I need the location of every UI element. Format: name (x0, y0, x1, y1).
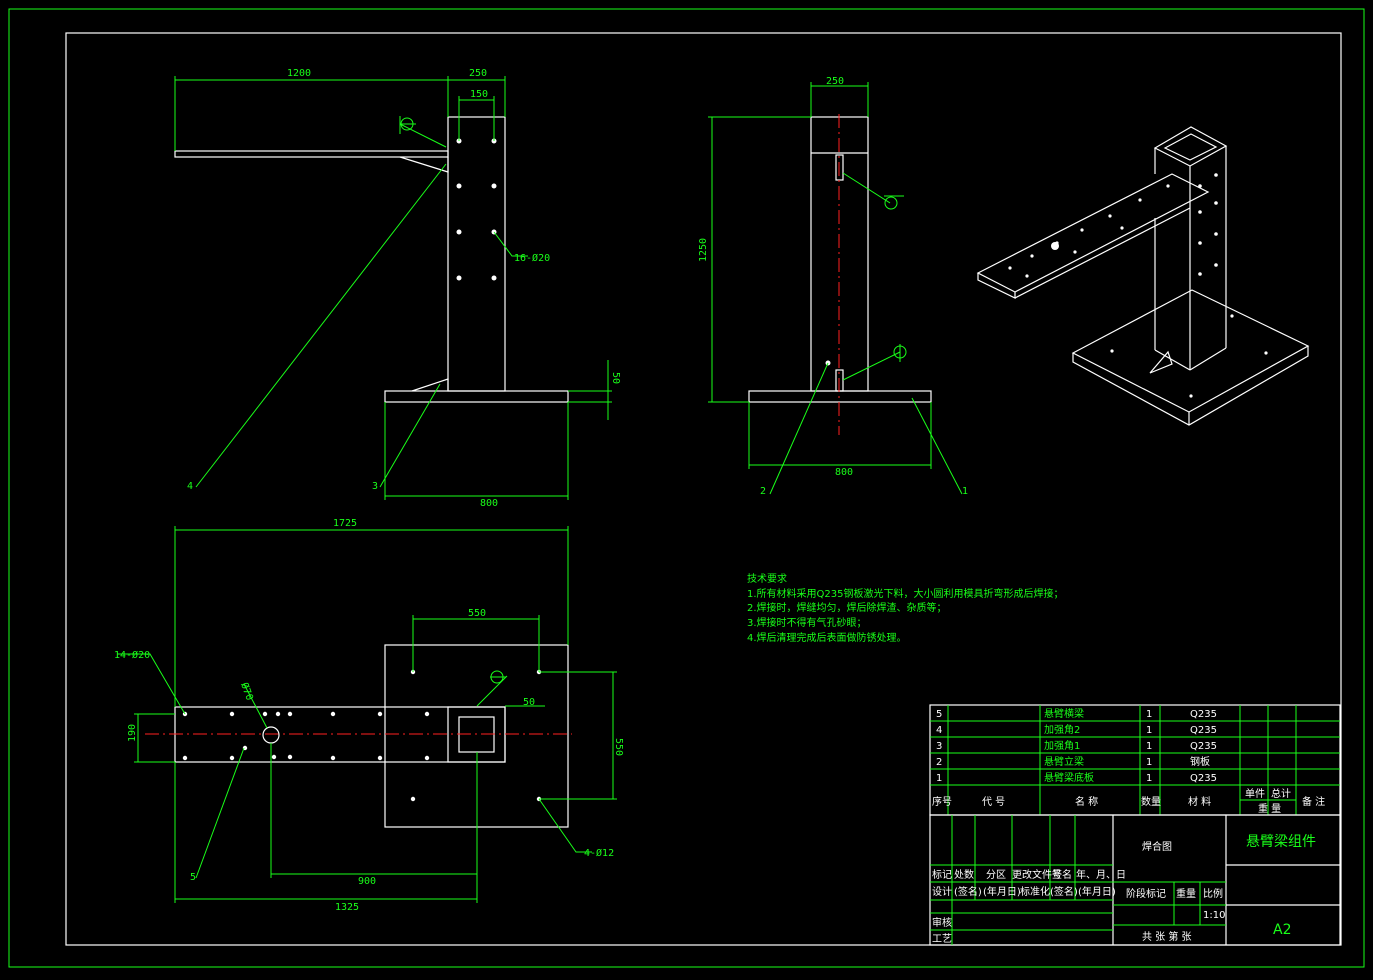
bom-mat-1: Q235 (1190, 773, 1217, 784)
note-line-1: 1.所有材料采用Q235钢板激光下料，大小圆利用模具折弯形成后焊接； (747, 587, 1064, 600)
bom-qty-3: 1 (1146, 741, 1152, 752)
bom-no-3: 3 (936, 741, 942, 752)
tb-weight: 重量 (1176, 887, 1196, 900)
technical-notes: 技术要求 1.所有材料采用Q235钢板激光下料，大小圆利用模具折弯形成后焊接； … (747, 572, 1064, 644)
front-dim-800: 800 (480, 498, 498, 509)
callout-5: 5 (190, 872, 196, 883)
note-line-3: 3.焊接时不得有气孔砂眼； (747, 616, 867, 629)
iso-view (976, 126, 1310, 426)
top-dim-14-holes: 14-Ø20 (114, 649, 150, 661)
front-dim-150: 150 (470, 89, 488, 100)
bom-qty-4: 1 (1146, 725, 1152, 736)
tb-stage-mark: 阶段标记 (1126, 887, 1166, 900)
bom-qty-5: 1 (1146, 709, 1152, 720)
top-dim-1325: 1325 (335, 902, 359, 913)
callout-2: 2 (760, 486, 766, 497)
tb-standard-date: (年月日) (1078, 885, 1116, 898)
tb-label-zone: 分区 (986, 869, 1006, 881)
callout-4: 4 (187, 481, 193, 492)
side-dim-250: 250 (826, 76, 844, 87)
front-dim-1200: 1200 (287, 68, 311, 79)
bom-no-4: 4 (936, 725, 942, 736)
bom-header-qty: 数量 (1141, 795, 1161, 808)
top-dim-4-holes: 4-Ø12 (584, 847, 614, 859)
bom-header-no: 序号 (932, 795, 952, 808)
tb-sheets: 共 张 第 张 (1142, 930, 1192, 943)
tb-label-change-doc: 更改文件号 (1012, 868, 1062, 881)
tb-label-date: 年、月、日 (1076, 868, 1126, 881)
bom-mat-4: Q235 (1190, 725, 1217, 736)
bom-mat-3: Q235 (1190, 741, 1217, 752)
top-dim-190: 190 (127, 724, 138, 742)
side-view: 250 1250 800 2 1 (698, 76, 968, 497)
top-dim-900: 900 (358, 876, 376, 887)
bom-mat-2: 钢板 (1190, 755, 1210, 768)
bom-no-5: 5 (936, 709, 942, 720)
callout-3: 3 (372, 481, 378, 492)
top-dim-550-vertical: 550 (613, 738, 624, 756)
bom-qty-2: 1 (1146, 757, 1152, 768)
tb-design: 设计 (932, 885, 952, 898)
tb-design-date: (年月日) (983, 885, 1021, 898)
top-dim-d70: Ø70 (238, 681, 255, 702)
tb-design-sign: (签名) (954, 885, 982, 898)
bom-header-name: 名 称 (1075, 795, 1098, 808)
top-view: 1725 550 14-Ø20 Ø70 50 190 550 900 4-Ø12… (114, 518, 624, 913)
bom-mat-5: Q235 (1190, 709, 1217, 720)
note-line-4: 4.焊后清理完成后表面做防锈处理。 (747, 631, 907, 644)
top-dim-550: 550 (468, 608, 486, 619)
bom-header-unit: 单件 (1245, 788, 1265, 800)
bom-name-5: 悬臂横梁 (1044, 707, 1084, 720)
tb-standard: 标准化 (1020, 885, 1050, 898)
tb-size: A2 (1273, 922, 1291, 938)
bom-header-remark: 备 注 (1302, 795, 1325, 808)
front-view: 1200 250 150 16-Ø20 50 800 4 3 (174, 68, 621, 509)
front-dim-holes: 16-Ø20 (514, 252, 550, 264)
side-dim-800: 800 (835, 467, 853, 478)
bom-table: 5 悬臂横梁 1 Q235 4 加强角2 1 Q235 3 加强角1 1 Q23… (929, 704, 1341, 816)
outer-border (8, 8, 1365, 968)
tb-label-count: 处数 (954, 868, 974, 881)
side-dim-1250: 1250 (698, 238, 709, 262)
note-line-2: 2.焊接时，焊缝均匀，焊后除焊渣、杂质等； (747, 601, 947, 614)
bom-header-mat: 材 料 (1188, 795, 1211, 808)
bom-name-2: 悬臂立梁 (1044, 755, 1084, 768)
bom-name-4: 加强角2 (1044, 724, 1080, 736)
tb-label-sign: 签名 (1052, 868, 1072, 881)
title-drawing-type: 焊合图 (1142, 840, 1172, 853)
bom-no-1: 1 (936, 773, 942, 784)
bom-no-2: 2 (936, 757, 942, 768)
top-dim-50: 50 (523, 697, 535, 708)
tb-standard-sign: (签名) (1050, 885, 1078, 898)
tb-scale-value: 1:10 (1203, 910, 1225, 921)
bom-header-weight: 重 量 (1258, 802, 1281, 815)
bom-name-1: 悬臂梁底板 (1044, 771, 1094, 784)
front-dim-250: 250 (469, 68, 487, 79)
inner-border (65, 32, 1342, 946)
bom-qty-1: 1 (1146, 773, 1152, 784)
top-dim-1725: 1725 (333, 518, 357, 529)
bom-name-3: 加强角1 (1044, 740, 1080, 752)
tb-scale: 比例 (1203, 887, 1223, 900)
title-block: 焊合图 悬臂梁组件 标记 处数 分区 更改文件号 签名 年、月、日 设计 (签名… (929, 814, 1341, 946)
front-dim-50: 50 (610, 372, 621, 384)
bom-header-total: 总计 (1271, 787, 1291, 800)
bom-header-code: 代 号 (982, 796, 1005, 808)
notes-heading: 技术要求 (747, 572, 787, 585)
drawing-title: 悬臂梁组件 (1246, 834, 1316, 850)
tb-review: 审核 (932, 916, 952, 929)
tb-label-mark: 标记 (932, 869, 952, 881)
tb-process: 工艺 (932, 933, 952, 945)
callout-1: 1 (962, 486, 968, 497)
